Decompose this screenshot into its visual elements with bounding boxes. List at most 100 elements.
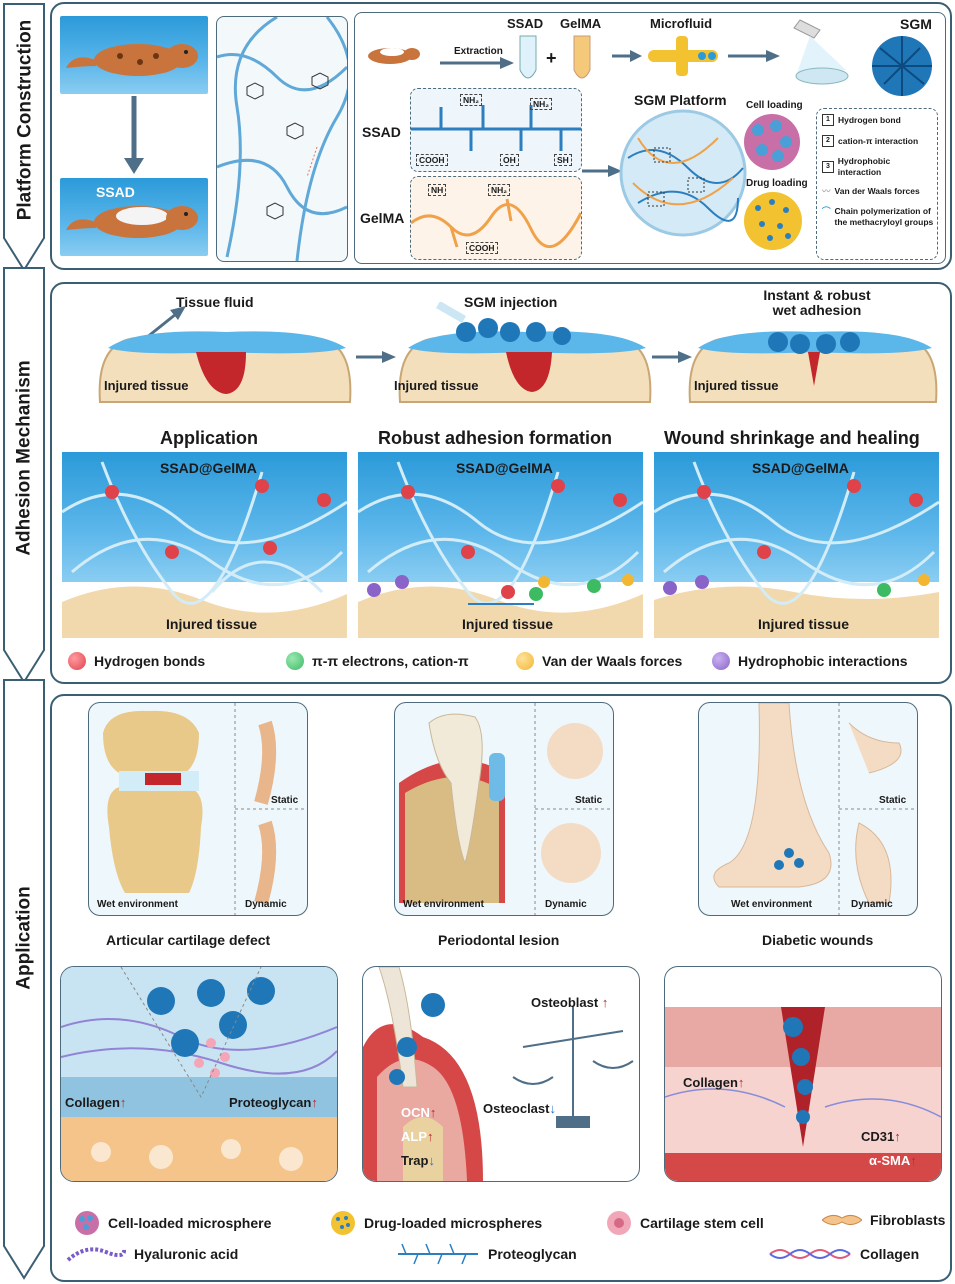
section-label-platform: Platform Construction xyxy=(14,19,35,221)
legend-hyaluronic-acid: Hyaluronic acid xyxy=(66,1244,238,1264)
tissue-label-2: Injured tissue xyxy=(462,616,554,632)
ssad-group-oh: OH xyxy=(500,154,519,166)
sidebar-platform: Platform Construction xyxy=(2,2,48,274)
static-label-3: Static xyxy=(879,795,907,806)
up-arrow-icon: ↑ xyxy=(601,995,609,1010)
panel-title-application: Application xyxy=(160,428,258,448)
case-name-cartilage: Articular cartilage defect xyxy=(106,932,271,948)
green-dot-icon xyxy=(286,652,304,670)
ssad-tube-label: SSAD xyxy=(507,16,544,31)
extraction-arrow-icon xyxy=(440,57,514,69)
case-name-diabetic: Diabetic wounds xyxy=(762,932,874,948)
sgm-label: SGM xyxy=(900,16,932,32)
step-sgm-injection-illustration xyxy=(398,302,652,403)
step-tissue-label-2: Injured tissue xyxy=(394,378,479,393)
drug-loaded-microsphere-icon xyxy=(331,1211,355,1235)
sidebar-application: Application xyxy=(2,678,48,1282)
ssad-group-nh2b: NH₂ xyxy=(530,98,553,110)
application-panel: Static Wet environment Dynamic Articular… xyxy=(50,694,952,1282)
platform-panel: SSAD Extraction SSAD GelMA + Microfluid xyxy=(50,2,952,270)
marker-collagen-cartilage: Collagen↑ xyxy=(65,1095,127,1110)
adhesion-panel-robust: SSAD@GelMA Injured tissue xyxy=(358,452,643,638)
step-tissue-label-1: Injured tissue xyxy=(104,378,189,393)
legend-hydrophobic: Hydrophobic interactions xyxy=(712,652,908,670)
up-arrow-icon: ↑ xyxy=(311,1095,318,1110)
marker-collagen-diabetic: Collagen↑ xyxy=(683,1075,745,1090)
marker-asma: α-SMA↑ xyxy=(869,1153,917,1168)
marker-proteoglycan: Proteoglycan↑ xyxy=(229,1095,318,1110)
material-label-2: SSAD@GelMA xyxy=(456,460,553,476)
interaction-item: ⌒Chain polymerization of the methacryloy… xyxy=(822,205,934,227)
marker-trap: Trap↓ xyxy=(401,1153,435,1168)
legend-pi-electrons: π-π electrons, cation-π xyxy=(286,652,469,670)
ssad-group-cooh: COOH xyxy=(416,154,448,166)
cell-loading-label: Cell loading xyxy=(746,100,803,111)
tissue-label-3: Injured tissue xyxy=(758,616,850,632)
step-title-wet-adhesion: Instant & robust wet adhesion xyxy=(763,287,871,318)
extraction-label: Extraction xyxy=(454,46,503,57)
collagen-icon xyxy=(769,1249,851,1259)
legend-collagen: Collagen xyxy=(768,1244,919,1264)
ssad-image-label: SSAD xyxy=(96,184,135,200)
to-platform-arrow-icon xyxy=(582,165,622,177)
cell-loaded-sphere-icon xyxy=(744,114,800,170)
drug-loading-label: Drug loading xyxy=(746,178,808,189)
wet-label-1: Wet environment xyxy=(97,899,178,910)
step-wet-adhesion-illustration xyxy=(688,331,938,403)
dynamic-label-3: Dynamic xyxy=(851,899,893,910)
static-label-2: Static xyxy=(575,795,603,806)
interactions-legend-box xyxy=(816,108,938,260)
adhesion-panel: Tissue fluid SGM injection Instant & rob… xyxy=(50,282,952,684)
step-arrow-1-icon xyxy=(356,351,396,363)
case-card-periodontal: Static Wet environment Dynamic xyxy=(394,702,614,916)
plus-sign: + xyxy=(546,48,557,68)
adhesion-panel-application: SSAD@GelMA Injured tissue xyxy=(62,452,347,638)
ssad-row-label: SSAD xyxy=(362,124,401,140)
gelma-row-label: GelMA xyxy=(360,210,405,226)
legend-van-der-waals: Van der Waals forces xyxy=(516,652,682,670)
wet-label-2: Wet environment xyxy=(403,899,484,910)
proteoglycan-icon xyxy=(398,1243,478,1265)
up-arrow-icon: ↑ xyxy=(737,1075,745,1090)
detail-diabetic: Collagen↑ CD31↑ α-SMA↑ xyxy=(664,966,942,1182)
down-arrow-icon: ↓ xyxy=(549,1101,556,1116)
case-card-diabetic: Static Wet environment Dynamic xyxy=(698,702,918,916)
sgm-platform-label: SGM Platform xyxy=(634,92,727,108)
ssad-structure-box xyxy=(410,88,582,172)
marker-ocn: OCN↑ xyxy=(401,1105,437,1120)
up-arrow-icon: ↑ xyxy=(894,1129,901,1144)
step-arrow-2-icon xyxy=(652,351,692,363)
section-label-application: Application xyxy=(14,886,36,990)
step-title-sgm-injection: SGM injection xyxy=(464,294,558,310)
sidebar-adhesion: Adhesion Mechanism xyxy=(2,266,48,686)
marker-cd31: CD31↑ xyxy=(861,1129,901,1144)
marker-osteoclast: Osteoclast↓ xyxy=(483,1101,556,1116)
ssad-group-sh: SH xyxy=(554,154,572,166)
microfluid-chip-icon xyxy=(612,36,780,76)
material-label-3: SSAD@GelMA xyxy=(752,460,849,476)
salamander-image-top xyxy=(60,16,208,94)
legend-drug-loaded: Drug-loaded microspheres xyxy=(330,1210,542,1236)
dynamic-label-1: Dynamic xyxy=(245,899,287,910)
gelma-group-cooh: COOH xyxy=(466,242,498,254)
down-arrow-icon xyxy=(124,96,144,174)
up-arrow-icon: ↑ xyxy=(119,1095,127,1110)
section-label-adhesion: Adhesion Mechanism xyxy=(14,360,36,556)
panel-title-healing: Wound shrinkage and healing xyxy=(664,428,920,448)
yellow-dot-icon xyxy=(516,652,534,670)
up-arrow-icon: ↑ xyxy=(910,1153,917,1168)
drug-loaded-sphere-icon xyxy=(744,192,802,250)
uv-curing-icon xyxy=(793,19,849,85)
legend-fibroblasts: Fibroblasts xyxy=(822,1210,945,1230)
adhesion-panel-healing: SSAD@GelMA Injured tissue xyxy=(654,452,939,638)
cartilage-stem-cell-icon xyxy=(607,1211,631,1235)
case-name-periodontal: Periodontal lesion xyxy=(438,932,560,948)
sgm-platform-sphere xyxy=(619,109,747,237)
up-arrow-icon: ↑ xyxy=(429,1105,437,1120)
red-dot-icon xyxy=(68,652,86,670)
wet-label-3: Wet environment xyxy=(731,899,812,910)
purple-dot-icon xyxy=(712,652,730,670)
